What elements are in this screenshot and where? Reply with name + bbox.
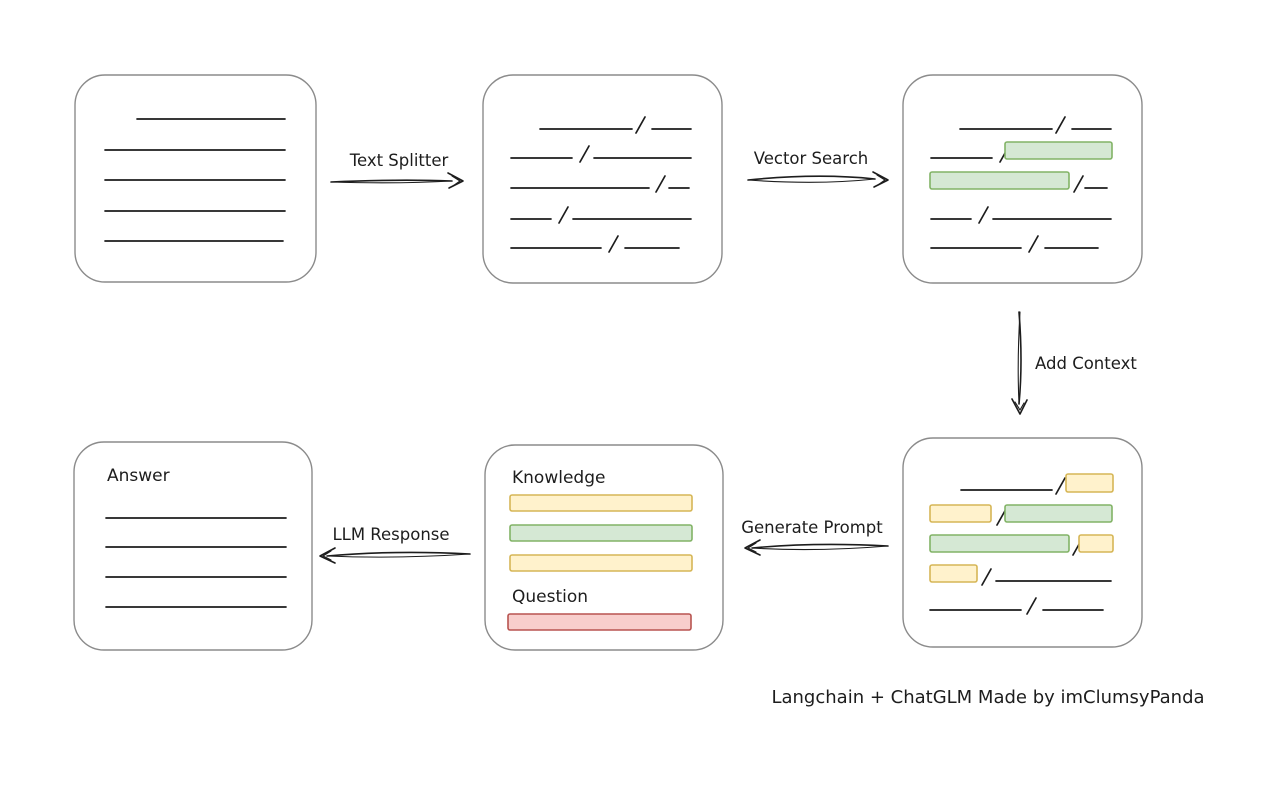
- arrow-generate-prompt: Generate Prompt: [741, 518, 889, 556]
- arrow-llm-response: LLM Response: [319, 525, 471, 564]
- arrow-label-text-splitter: Text Splitter: [349, 151, 449, 170]
- slash: [608, 235, 619, 253]
- arrow-label-llm-response: LLM Response: [332, 525, 449, 544]
- highlight-yellow: [1065, 473, 1114, 493]
- slash: [1073, 175, 1084, 193]
- highlight-green: [1004, 141, 1113, 160]
- slash: [1055, 116, 1066, 134]
- arrow-label-generate-prompt: Generate Prompt: [741, 518, 883, 537]
- highlight-yellow: [1078, 534, 1114, 553]
- slash: [579, 145, 590, 163]
- slash: [1028, 235, 1039, 253]
- slash: [981, 568, 992, 586]
- question-label: Question: [512, 587, 588, 607]
- arrow-add-context: Add Context: [1011, 311, 1137, 415]
- knowledge-bar-green: [509, 524, 693, 542]
- highlight-green: [1004, 504, 1113, 523]
- node-split-chunks: [482, 74, 723, 284]
- arrow-text-splitter: Text Splitter: [330, 151, 464, 189]
- slash: [558, 206, 569, 224]
- answer-label: Answer: [107, 466, 170, 486]
- highlight-green: [929, 534, 1070, 553]
- node-box: [482, 74, 723, 284]
- node-box: [73, 441, 313, 651]
- slash: [635, 116, 646, 134]
- highlight-yellow: [929, 504, 992, 523]
- highlight-green: [929, 171, 1070, 190]
- node-box: [74, 74, 317, 283]
- node-answer: Answer: [73, 441, 313, 651]
- slash: [1026, 597, 1037, 615]
- slash: [655, 175, 666, 193]
- knowledge-bar-yellow: [509, 494, 693, 512]
- slash: [978, 206, 989, 224]
- arrow-vector-search: Vector Search: [747, 149, 889, 188]
- question-bar-red: [507, 613, 692, 631]
- node-search-results: [902, 74, 1143, 284]
- node-context-chunks: [902, 437, 1143, 648]
- slash: [1055, 477, 1066, 495]
- knowledge-label: Knowledge: [512, 468, 605, 488]
- node-prompt: Knowledge Question: [484, 444, 724, 651]
- node-source-document: [74, 74, 317, 283]
- knowledge-bar-yellow: [509, 554, 693, 572]
- footer-credit: Langchain + ChatGLM Made by imClumsyPand…: [771, 687, 1204, 708]
- arrow-label-add-context: Add Context: [1035, 354, 1137, 373]
- highlight-yellow: [929, 564, 978, 583]
- arrow-label-vector-search: Vector Search: [754, 149, 869, 168]
